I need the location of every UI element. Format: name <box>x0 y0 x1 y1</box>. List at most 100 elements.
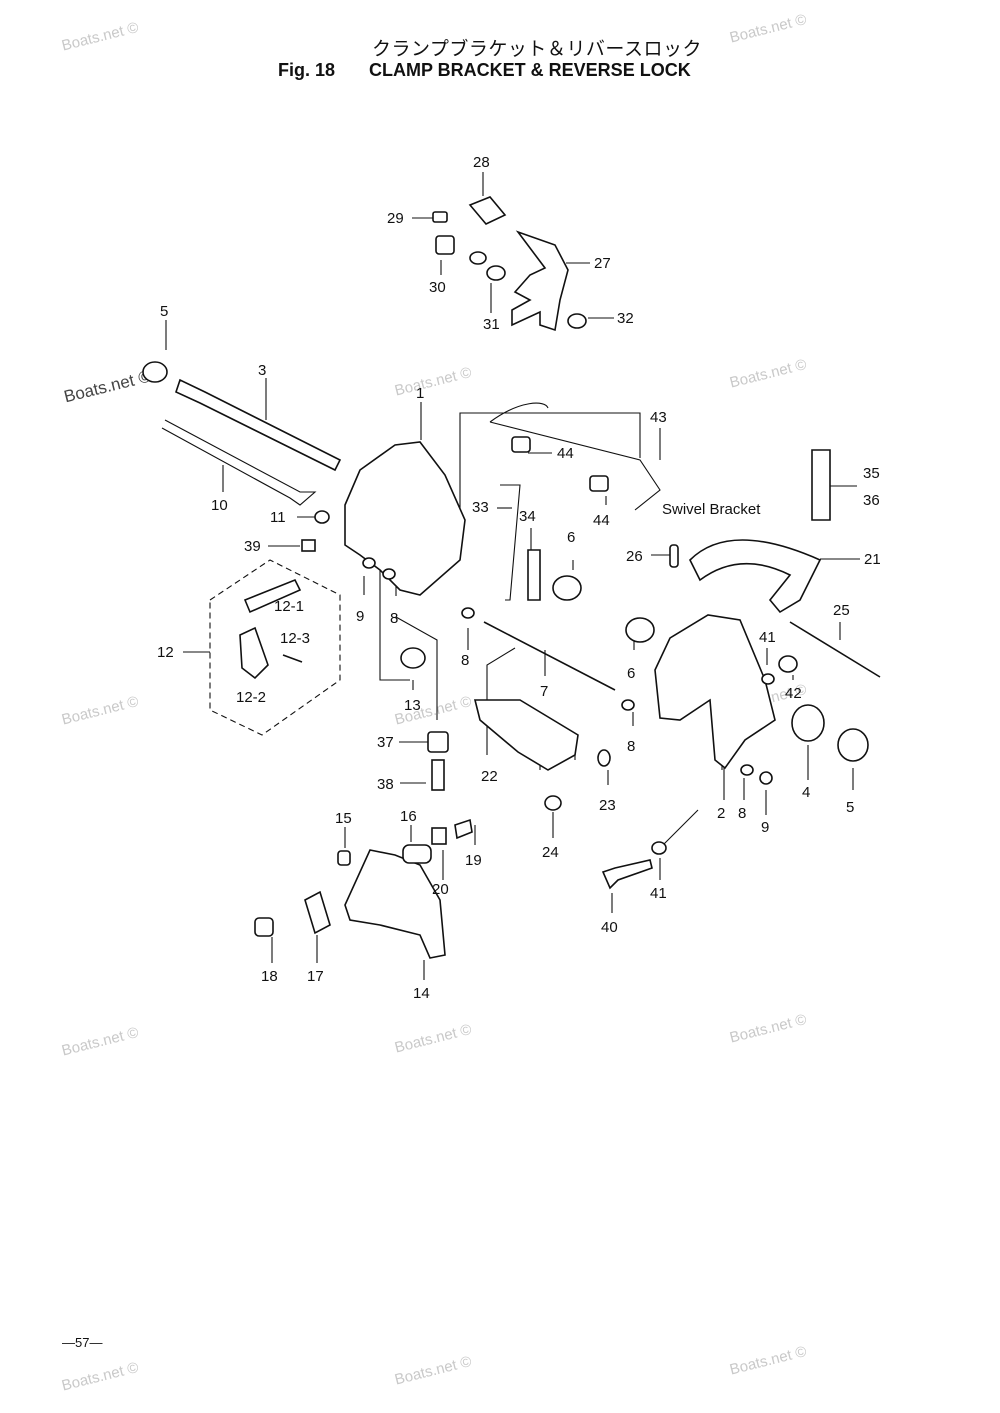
part-37-stopper <box>427 731 449 753</box>
part-7-rod <box>483 621 616 691</box>
part-label-27: 27 <box>594 255 611 272</box>
leader-lines <box>165 172 860 980</box>
part-11-screw <box>314 510 330 524</box>
part-label-8: 8 <box>738 805 746 822</box>
part-6-collar <box>552 575 582 601</box>
part-label-44: 44 <box>557 445 574 462</box>
part-label-12-2: 12-2 <box>236 689 266 706</box>
part-12-1-pin <box>243 578 302 614</box>
part-label-11: 11 <box>270 509 286 526</box>
part-label-9: 9 <box>356 608 364 625</box>
part-label-29: 29 <box>387 210 404 227</box>
part-label-1: 1 <box>416 385 424 402</box>
part-17-plate <box>304 890 331 935</box>
part-label-14: 14 <box>413 985 430 1002</box>
sub-assembly-outline <box>209 559 341 736</box>
part-39-pad <box>301 539 316 552</box>
part-label-30: 30 <box>429 279 446 296</box>
part-label-35: 35 <box>863 465 880 482</box>
part-label-21: 21 <box>864 551 881 568</box>
part-13-bushing <box>400 647 426 669</box>
part-label-38: 38 <box>377 776 394 793</box>
part-26-pin <box>669 544 679 568</box>
part-12-3-bolt <box>282 654 303 663</box>
part-label-25: 25 <box>833 602 850 619</box>
part-label-8: 8 <box>461 652 469 669</box>
part-label-19: 19 <box>465 852 482 869</box>
part-label-22: 22 <box>481 768 498 785</box>
part-5-nut <box>142 361 168 383</box>
part-label-17: 17 <box>307 968 324 985</box>
part-label-41: 41 <box>650 885 667 902</box>
part-34-spring <box>527 549 541 601</box>
part-label-8: 8 <box>390 610 398 627</box>
part-label-7: 7 <box>540 683 548 700</box>
part-label-40: 40 <box>601 919 618 936</box>
part-label-5: 5 <box>846 799 854 816</box>
part-40-bolt <box>601 859 653 890</box>
page-number: —57— <box>62 1335 103 1350</box>
part-35-spring <box>811 449 831 521</box>
part-label-26: 26 <box>626 548 643 565</box>
part-18-bolt <box>254 917 274 937</box>
annotation-swivel-bracket: Swivel Bracket <box>662 501 761 518</box>
part-label-20: 20 <box>432 881 449 898</box>
part-2-clamp-bracket <box>654 614 776 770</box>
part-label-4: 4 <box>802 784 810 801</box>
part-label-2: 2 <box>717 805 725 822</box>
part-label-6: 6 <box>567 529 575 546</box>
title-japanese: クランプブラケット＆リバースロック <box>372 38 702 60</box>
part-label-3: 3 <box>258 362 266 379</box>
figure-number: Fig. 18 <box>278 60 336 80</box>
part-label-18: 18 <box>261 968 278 985</box>
part-label-37: 37 <box>377 734 394 751</box>
part-label-34: 34 <box>519 508 536 525</box>
part-labels: 28 29 27 30 31 32 5 3 1 43 44 35 36 44 1… <box>157 154 881 1002</box>
part-label-5: 5 <box>160 303 168 320</box>
part-29-bolt <box>432 211 448 223</box>
part-label-32: 32 <box>617 310 634 327</box>
part-label-13: 13 <box>404 697 421 714</box>
part-24-washer <box>544 795 562 811</box>
part-label-10: 10 <box>211 497 228 514</box>
part-43-cable <box>489 402 661 511</box>
part-label-24: 24 <box>542 844 559 861</box>
part-label-23: 23 <box>599 797 616 814</box>
part-27-lock-bracket <box>511 230 569 332</box>
part-10-rod <box>161 419 317 506</box>
part-label-43: 43 <box>650 409 667 426</box>
part-label-12-3: 12-3 <box>280 630 310 647</box>
part-32-washer <box>567 313 587 329</box>
part-label-39: 39 <box>244 538 261 555</box>
part-drawings <box>142 196 881 959</box>
part-label-15: 15 <box>335 810 352 827</box>
part-30-bolt <box>435 235 455 255</box>
part-label-36: 36 <box>863 492 880 509</box>
part-label-33: 33 <box>472 499 489 516</box>
part-22-lever <box>473 699 579 771</box>
part-44-bolt <box>511 436 531 453</box>
part-14-bracket <box>344 849 446 959</box>
part-label-9: 9 <box>761 819 769 836</box>
part-28-plate <box>468 196 507 225</box>
part-3-tilt-tube <box>175 378 342 472</box>
part-20-cap <box>431 827 447 845</box>
figure-title: CLAMP BRACKET & REVERSE LOCK <box>369 60 691 80</box>
part-label-31: 31 <box>483 316 500 333</box>
part-4-nut <box>791 704 825 742</box>
part-label-6: 6 <box>627 665 635 682</box>
part-33-rod <box>500 484 521 601</box>
part-label-16: 16 <box>400 808 417 825</box>
part-16-collar <box>402 844 432 864</box>
part-1-clamp-bracket <box>344 441 466 596</box>
part-25-rod <box>789 621 881 678</box>
part-31-nut <box>469 251 487 265</box>
part-15-pin <box>337 850 351 866</box>
part-19-spring <box>454 818 473 840</box>
part-label-12: 12 <box>157 644 174 661</box>
part-5-cap <box>837 728 869 762</box>
part-label-8: 8 <box>627 738 635 755</box>
part-label-44: 44 <box>593 512 610 529</box>
part-12-2-plate <box>239 626 269 680</box>
